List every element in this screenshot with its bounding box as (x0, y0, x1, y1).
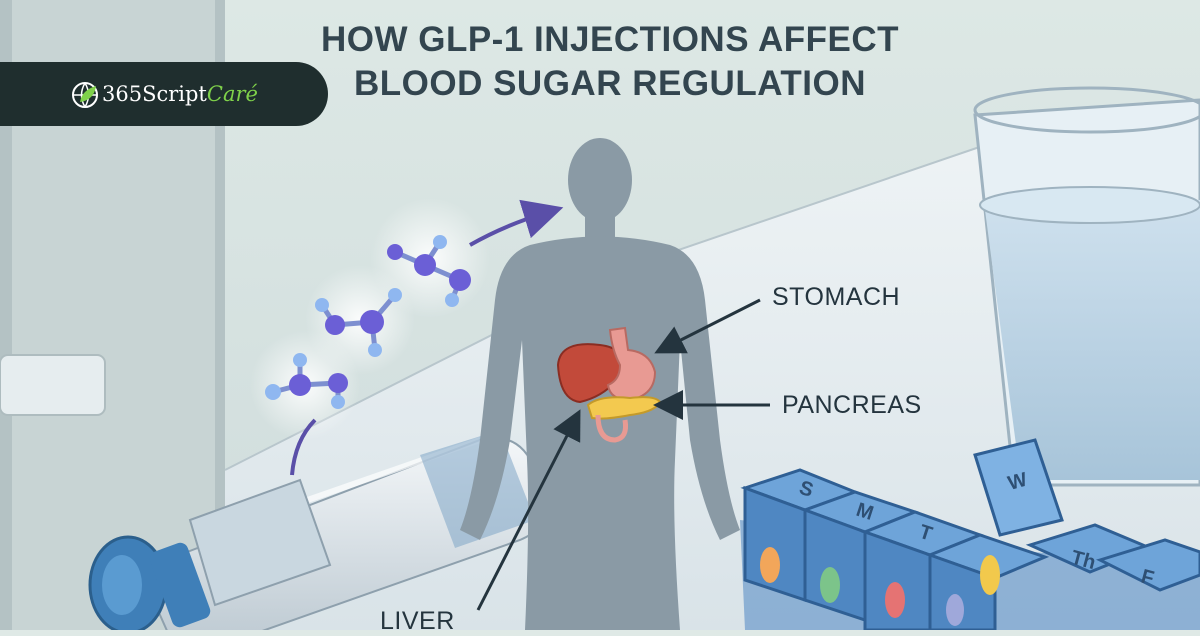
title-line-2: BLOOD SUGAR REGULATION (353, 64, 866, 103)
liver-pointer (476, 409, 581, 611)
pill-day-label: S (796, 477, 815, 502)
brand-name: 365ScriptCaré (102, 80, 258, 108)
brand-badge: 365ScriptCaré (0, 62, 328, 126)
water-glass (973, 86, 1200, 487)
liver-label: LIVER (380, 607, 455, 635)
title-line-1: HOW GLP-1 INJECTIONS AFFECT (320, 20, 900, 59)
pill-day-label: F (1139, 566, 1156, 590)
brand-name-accent: Caré (206, 82, 258, 106)
glp1-molecules (250, 198, 564, 476)
pill-organizer: S M T W Th F (740, 438, 1200, 630)
stomach-pointer (654, 298, 761, 354)
organs (556, 326, 662, 443)
page-title: HOW GLP-1 INJECTIONS AFFECT BLOOD SUGAR … (240, 18, 980, 106)
pancreas-label: PANCREAS (782, 391, 922, 419)
leaf-globe-icon (72, 82, 98, 108)
pill-day-label: M (853, 499, 876, 525)
stomach-label: STOMACH (772, 283, 901, 311)
brand-name-main: 365Script (102, 82, 207, 106)
